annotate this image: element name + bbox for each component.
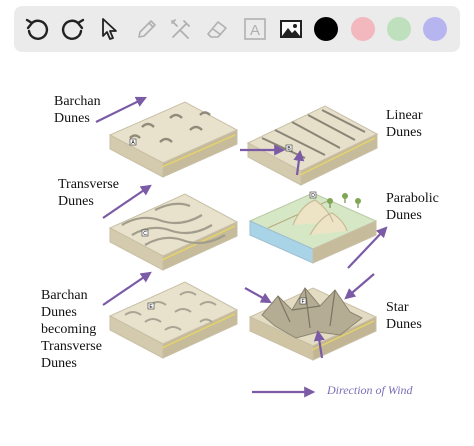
eraser-icon <box>207 21 227 38</box>
block-marker-e-text: E <box>149 304 153 310</box>
text-button[interactable]: A <box>240 14 270 44</box>
label-transverse-dunes: Transverse Dunes <box>58 177 119 209</box>
text-tool-glyph: A <box>250 22 260 39</box>
wind-arrow-star-3 <box>313 329 325 359</box>
wind-arrow-parabolic <box>347 226 388 269</box>
color-swatch-lavender[interactable] <box>423 17 447 41</box>
redo-button[interactable] <box>58 14 88 44</box>
block-marker-d-text: D <box>311 193 315 199</box>
color-swatch-pink[interactable] <box>351 17 375 41</box>
image-icon <box>280 20 302 38</box>
dune-types-figure: A B C <box>0 60 474 446</box>
wind-arrow-barchan <box>95 96 147 123</box>
wind-arrows <box>95 96 388 398</box>
block-marker-a <box>129 138 137 146</box>
block-marker-a-text: A <box>131 140 135 146</box>
wind-arrow-star-2 <box>344 273 375 300</box>
wind-arrow-linear-2 <box>293 149 305 176</box>
text-tool-icon: A <box>244 18 266 40</box>
label-linear-dunes: Linear Dunes <box>386 108 423 140</box>
barchan-transverse-block: E <box>108 281 239 359</box>
wind-arrow-barchan-transverse <box>102 271 152 306</box>
dune-diagram: A B C <box>95 96 388 398</box>
redo-icon <box>61 18 85 40</box>
block-marker-c <box>141 229 149 237</box>
select-pointer-icon <box>102 18 117 40</box>
block-marker-f-text: F <box>301 299 304 305</box>
label-star-dunes: Star Dunes <box>386 300 422 332</box>
image-button[interactable] <box>276 14 306 44</box>
linear-dunes-block: B <box>246 105 379 186</box>
undo-icon <box>25 18 49 40</box>
label-barchan-becoming-transverse: Barchan Dunes becoming Transverse Dunes <box>41 288 102 371</box>
label-barchan-dunes: Barchan Dunes <box>54 94 101 126</box>
legend-direction-of-wind: Direction of Wind <box>327 383 413 397</box>
wind-arrow-star-1 <box>244 287 272 304</box>
color-swatch-black[interactable] <box>314 17 338 41</box>
parabolic-dunes-block: D <box>248 191 378 264</box>
block-marker-e <box>147 302 155 310</box>
block-marker-f <box>299 297 307 305</box>
block-marker-b <box>285 144 293 152</box>
select-button[interactable] <box>94 14 124 44</box>
eraser-button[interactable] <box>202 14 232 44</box>
wind-arrow-transverse <box>102 184 152 219</box>
tools-button[interactable] <box>166 14 196 44</box>
pen-icon <box>138 20 156 38</box>
block-marker-b-text: B <box>287 146 291 152</box>
drawing-toolbar: A <box>14 6 460 52</box>
block-marker-c-text: C <box>143 231 147 237</box>
transverse-dunes-block: C <box>108 193 239 271</box>
label-parabolic-dunes: Parabolic Dunes <box>386 191 439 223</box>
star-dunes-block: F <box>248 287 378 361</box>
pen-button[interactable] <box>132 14 162 44</box>
block-marker-d <box>309 191 317 199</box>
undo-button[interactable] <box>22 14 52 44</box>
tools-icon <box>171 19 190 39</box>
barchan-dunes-block: A <box>108 101 239 178</box>
color-swatch-green[interactable] <box>387 17 411 41</box>
